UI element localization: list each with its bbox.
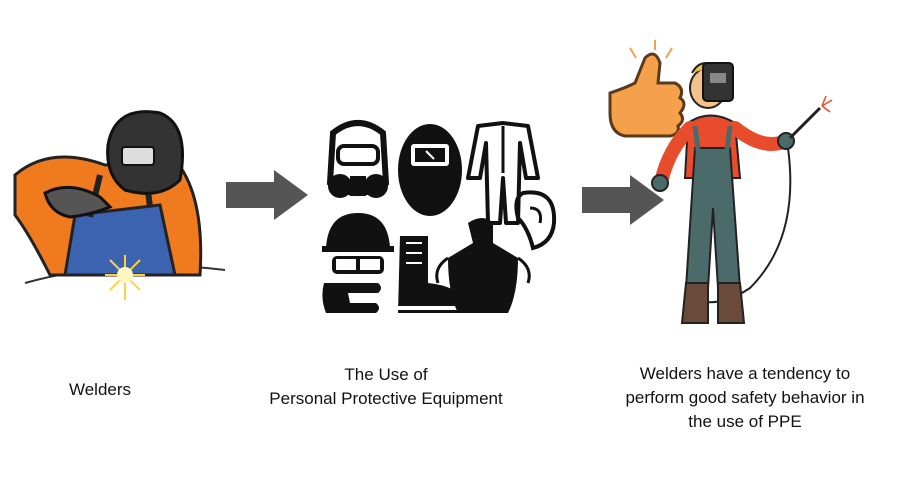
thumbs-up-welder-illustration xyxy=(600,38,840,330)
welder-illustration xyxy=(10,105,230,305)
ppe-icons-group xyxy=(322,120,557,313)
ear-protection-icon xyxy=(514,190,557,251)
welder-with-mask-icon xyxy=(13,110,226,300)
caption-line: Personal Protective Equipment xyxy=(269,389,503,408)
thumbs-up-welder-icon xyxy=(608,40,833,324)
caption-ppe-use: The Use of Personal Protective Equipment xyxy=(236,363,536,411)
glove-icon xyxy=(322,283,381,313)
right-arrow-icon xyxy=(582,175,664,225)
ppe-icon-collage xyxy=(318,118,558,318)
coverall-suit-icon xyxy=(466,121,540,225)
thumbs-up-icon xyxy=(608,40,686,138)
caption-line: Welders xyxy=(68,380,132,399)
arrow-step-1-to-2 xyxy=(226,170,310,220)
welding-helmet-icon xyxy=(398,124,462,216)
caption-safety-behavior: Welders have a tendency to perform good … xyxy=(600,362,890,434)
hard-hat-goggles-icon xyxy=(322,213,394,274)
safety-boot-icon xyxy=(398,236,468,313)
caption-line: the use of PPE xyxy=(688,412,802,431)
right-arrow-icon xyxy=(226,170,308,220)
caption-welders: Welders xyxy=(30,378,170,402)
caption-line: The Use of xyxy=(344,365,428,384)
caption-line: perform good safety behavior in xyxy=(625,388,865,407)
apron-icon xyxy=(435,218,531,313)
respirator-icon xyxy=(326,120,390,198)
caption-line: Welders have a tendency to xyxy=(639,364,851,383)
arrow-step-2-to-3 xyxy=(582,175,666,225)
